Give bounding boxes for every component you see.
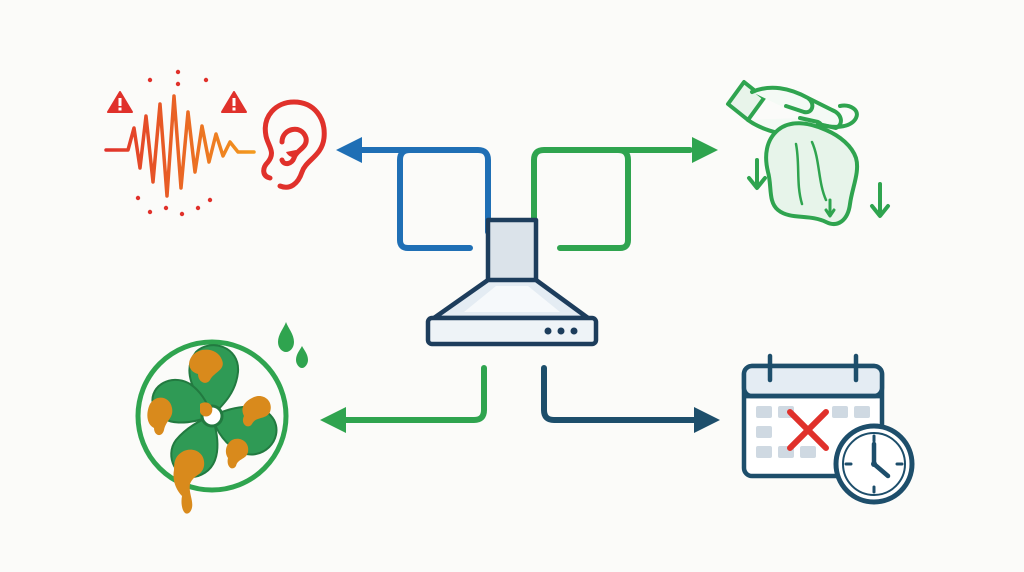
warning-icon-left — [107, 91, 133, 113]
sound-dots — [135, 69, 213, 217]
down-arrow-left — [747, 158, 767, 190]
arrowhead-schedule — [694, 407, 720, 433]
hand-wiping-cloth-icon — [726, 80, 890, 226]
down-arrow-right — [870, 182, 890, 218]
range-hood-icon — [425, 217, 599, 347]
cloth-wrinkle-2 — [810, 140, 828, 202]
cloth — [764, 121, 860, 226]
cloth-wrinkle-1 — [794, 142, 804, 206]
warning-icon-right — [221, 91, 247, 113]
arrowhead-noise — [336, 137, 362, 163]
grease-blobs — [147, 349, 271, 514]
sound-wave-icon — [104, 94, 256, 198]
connector-to-cleaning — [531, 137, 718, 251]
hand-fingers — [816, 103, 859, 129]
noise-ear-icon — [104, 69, 327, 217]
small-down-arrow — [824, 198, 836, 218]
greasy-fan-icon — [135, 322, 308, 514]
clock-icon — [833, 423, 915, 505]
calendar-clock-icon — [741, 353, 915, 505]
connector-to-grease-fan — [320, 365, 487, 433]
arrowhead-cleaning — [692, 137, 718, 163]
connector-to-noise — [336, 137, 491, 251]
ear-icon — [261, 99, 327, 190]
cancel-x-icon — [787, 409, 829, 451]
arrowhead-grease-fan — [320, 407, 346, 433]
connector-to-schedule — [541, 365, 720, 433]
grease-drip-icon — [278, 322, 308, 368]
